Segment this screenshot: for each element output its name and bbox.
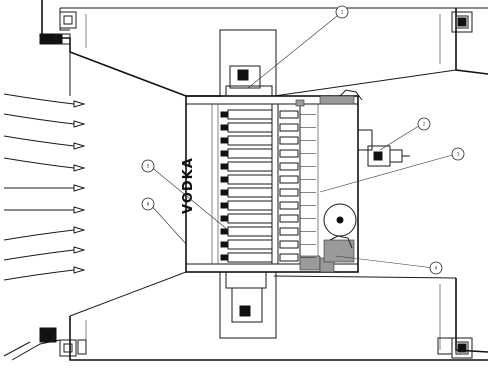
bottle-station — [220, 200, 316, 211]
callout-3: 3 — [451, 147, 465, 161]
svg-text:6: 6 — [147, 202, 150, 207]
bottle-station — [220, 187, 316, 198]
feed-tube — [3, 206, 86, 214]
bottle-station — [220, 161, 316, 172]
corner-bracket-bottom-left — [39, 327, 87, 357]
svg-text:1: 1 — [341, 10, 344, 15]
feed-tube — [3, 266, 86, 281]
feed-tube — [3, 135, 86, 150]
side-motor — [357, 129, 410, 167]
feed-tube — [3, 246, 86, 261]
bottle-station — [220, 122, 316, 133]
bottle-station — [220, 135, 316, 146]
feed-tubes — [3, 93, 86, 281]
bottle-station — [220, 148, 316, 159]
svg-text:3: 3 — [457, 152, 460, 157]
callout-1: 1 — [335, 5, 349, 19]
reel-assembly — [323, 203, 357, 263]
bottle-station — [220, 213, 316, 224]
callout-6: 6 — [141, 197, 155, 211]
upper-conveyor-frame — [41, 0, 488, 97]
corner-bracket-bottom-right — [437, 337, 473, 359]
leader-lines — [149, 11, 457, 269]
callout-4: 4 — [429, 261, 443, 275]
feed-tube — [4, 184, 86, 192]
feed-tube — [3, 157, 86, 172]
feed-tube — [3, 226, 86, 241]
bottle-station — [220, 174, 316, 185]
bottle-station — [220, 239, 316, 250]
bottle-station — [220, 226, 316, 237]
brand-label: VODKA — [181, 157, 196, 214]
feed-tube — [3, 93, 86, 108]
callout-2: 2 — [417, 117, 431, 131]
bottle-station — [220, 252, 316, 263]
svg-text:2: 2 — [423, 122, 426, 127]
corner-bracket-top-left — [39, 11, 77, 45]
bottle-stations — [220, 109, 316, 263]
feed-tube — [3, 113, 86, 128]
svg-text:5: 5 — [147, 164, 150, 169]
callout-5: 5 — [141, 159, 155, 173]
svg-text:4: 4 — [435, 266, 438, 271]
corner-bracket-top-right — [451, 11, 473, 33]
bottle-station — [220, 109, 316, 120]
